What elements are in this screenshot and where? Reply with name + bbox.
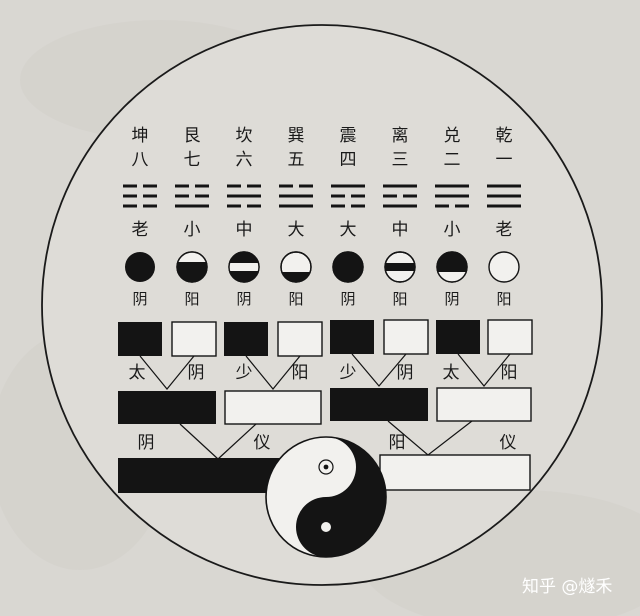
yin-yang-circle [384, 251, 416, 283]
yin-yang-circle-row [125, 251, 520, 283]
trigram-number: 二 [444, 150, 461, 170]
yin-form-block [118, 458, 280, 493]
trigram-name: 震 [340, 126, 357, 146]
outer-circle [41, 24, 603, 586]
connector-line [351, 353, 407, 387]
four-images-label: 少 [340, 363, 357, 383]
yang-block [277, 321, 323, 357]
four-images-label: 阳 [292, 363, 309, 383]
trigram-polarity: 阴 [236, 290, 251, 308]
yin-yang-circle [488, 251, 520, 283]
yang-label: 阳 [389, 433, 406, 453]
yang-block [171, 321, 217, 357]
yin-yang-circle [176, 251, 208, 283]
trigram-symbol [123, 184, 157, 208]
trigram-polarity: 阴 [340, 290, 355, 308]
trigram-name: 乾 [496, 126, 513, 146]
trigram-polarity: 阳 [496, 290, 511, 308]
trigram-name-row: 坤艮坎巽震离兑乾 [132, 126, 513, 146]
connector-line [457, 353, 511, 387]
yin-block [118, 322, 162, 356]
connector-line [139, 355, 195, 390]
trigram-polarity-row: 阴阳阴阳阴阳阴阳 [132, 290, 511, 308]
trigram-polarity: 阴 [132, 290, 147, 308]
trigram-name: 巽 [288, 126, 305, 146]
trigram-symbol [487, 184, 521, 208]
shaoyin-block [330, 388, 428, 421]
trigram-polarity: 阳 [392, 290, 407, 308]
four-images-label: 阳 [501, 363, 518, 383]
trigram-aspect: 中 [236, 220, 253, 240]
four-images-label: 太 [129, 363, 146, 383]
trigram-aspect: 老 [132, 220, 149, 240]
trigram-name: 坎 [236, 126, 253, 146]
taiji-symbol [265, 436, 387, 558]
yin-yang-circle [436, 251, 468, 283]
taiyin-block [118, 391, 216, 424]
trigram-aspect: 小 [184, 220, 201, 240]
four-images-label: 阴 [188, 363, 205, 383]
trigram-number: 四 [340, 150, 357, 170]
trigram-name: 兑 [444, 126, 461, 146]
trigram-symbol [175, 184, 209, 208]
trigram-symbol [435, 184, 469, 208]
trigram-symbol [331, 184, 365, 208]
yin-block [330, 320, 374, 354]
trigram-aspect: 中 [392, 220, 409, 240]
four-images-label: 太 [443, 363, 460, 383]
four-images-label: 少 [236, 363, 253, 383]
trigram-number: 五 [288, 150, 305, 170]
shaoyang-block [224, 390, 322, 425]
yin-yang-circle [280, 251, 312, 283]
watermark: 知乎 @燧禾 [522, 577, 612, 597]
yang-block [487, 319, 533, 355]
trigram-aspect-row: 老小中大大中小老 [132, 220, 513, 240]
yin-block [224, 322, 268, 356]
yang-form-block [379, 454, 531, 491]
trigram-symbol-row [123, 184, 521, 208]
yang-yi-label: 仪 [500, 433, 517, 453]
trigram-polarity: 阳 [184, 290, 199, 308]
trigram-symbol [383, 184, 417, 208]
trigram-name: 艮 [184, 126, 201, 146]
trigram-polarity: 阴 [444, 290, 459, 308]
trigram-symbol [227, 184, 261, 208]
yin-yang-circle [228, 251, 260, 283]
yin-yang-circle [125, 252, 155, 282]
taiyang-block [436, 387, 532, 422]
connector-lines [139, 353, 511, 390]
four-images-label: 阴 [397, 363, 414, 383]
yin-yang-circle [332, 251, 364, 283]
yin-block [436, 320, 480, 354]
connector-line [245, 355, 301, 390]
trigram-aspect: 老 [496, 220, 513, 240]
trigram-aspect: 大 [340, 220, 357, 240]
yin-yi-label: 仪 [254, 433, 271, 453]
trigram-number-row: 八七六五四三二一 [132, 150, 513, 170]
four-images-labels: 太阴少阳少阴太阳 [129, 363, 518, 383]
trigram-number: 六 [236, 150, 253, 170]
trigram-polarity: 阳 [288, 290, 303, 308]
trigram-symbol [279, 184, 313, 208]
yin-label: 阴 [138, 433, 155, 453]
trigram-aspect: 小 [444, 220, 461, 240]
trigram-number: 七 [184, 150, 201, 170]
trigram-number: 八 [132, 150, 149, 170]
trigram-number: 一 [496, 150, 513, 170]
trigram-aspect: 大 [288, 220, 305, 240]
yang-block [383, 319, 429, 355]
trigram-name: 坤 [132, 126, 149, 146]
trigram-number: 三 [392, 150, 409, 170]
trigram-name: 离 [392, 126, 409, 146]
